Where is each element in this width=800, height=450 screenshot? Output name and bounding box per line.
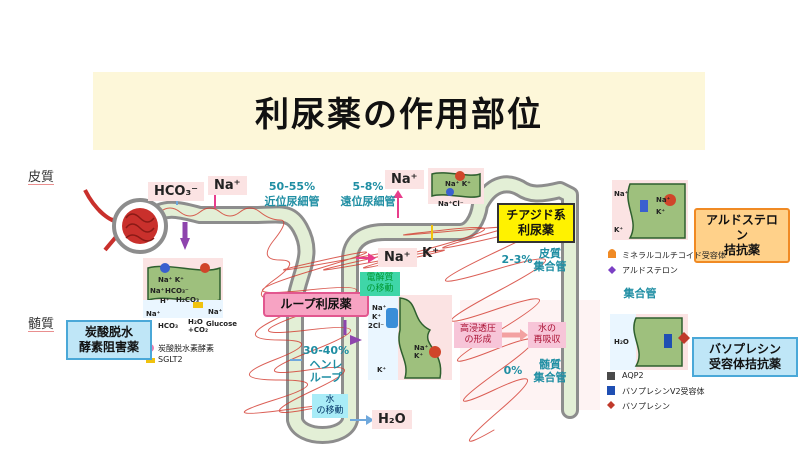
label-prox-hco3: HCO₃⁻ <box>165 287 189 295</box>
segment-collecting-duct: 集合管 <box>623 287 657 300</box>
legend-aldosterone: アルドステロン <box>622 266 678 275</box>
dist-transporter <box>455 171 465 181</box>
vp-cell <box>633 317 683 367</box>
segment-medullary-cd-percent: 0% <box>503 364 523 377</box>
zone-label-medulla: 髄質 <box>28 317 55 332</box>
label-prox-na3: Na⁺ <box>208 308 223 316</box>
legend-vasopressin: バソプレシン <box>622 402 670 411</box>
segment-proximal-name: 近位尿細管 <box>264 195 320 208</box>
vp-v2-receptor <box>664 334 672 348</box>
segment-cortical-cd-percent: 2-3% <box>501 253 533 266</box>
label-prox-h2co3: H₂CO₃ <box>176 296 200 304</box>
segment-henle-name: ヘンレ ループ <box>309 358 343 384</box>
label-ald-na2: Na⁺ <box>656 196 671 204</box>
label-prox-h2o: H₂O +CO₂ <box>188 318 209 334</box>
tag-reabsorb: 水の 再吸収 <box>528 322 566 348</box>
segment-proximal-percent: 50-55% <box>268 180 316 193</box>
tag-hyper: 高浸透圧 の形成 <box>454 322 502 348</box>
dist-ncc <box>446 188 454 196</box>
legend-sglt2: SGLT2 <box>158 355 183 364</box>
label-prox-glucose: Glucose <box>206 320 238 328</box>
label-loop-k: K⁺ <box>372 313 382 321</box>
ald-na-k-atpase <box>664 194 676 206</box>
label-prox-hco3b: HCO₃ <box>158 322 179 330</box>
loop-na-k-atpase <box>429 346 441 358</box>
drug-loop: ループ利尿薬 <box>263 292 369 317</box>
page-title: 利尿薬の作用部位 <box>255 94 543 135</box>
legend-aqp2: AQP2 <box>622 371 644 380</box>
tag-water-move: 水 の移動 <box>312 394 348 418</box>
ion-k-distal: K⁺ <box>422 246 439 261</box>
prox-transporter-1 <box>160 263 170 273</box>
label-prox-na-k: Na⁺ K⁺ <box>158 276 184 284</box>
drug-aldosterone-antagonist: アルドステロン 拮抗薬 <box>694 208 790 263</box>
legend-sglt2-icon <box>146 358 155 363</box>
vp-hormone <box>678 332 690 344</box>
drug-carbonic: 炭酸脱水 酵素阻害薬 <box>66 320 152 360</box>
legend-v2: バソプレシンV2受容体 <box>622 387 705 396</box>
label-prox-na2: Na⁺ <box>146 310 161 318</box>
label-ald-k2: K⁺ <box>614 226 624 234</box>
arrow-carbonic <box>180 238 190 250</box>
label-ald-k: K⁺ <box>656 208 666 216</box>
ion-hco3: HCO₃⁻ <box>148 182 205 201</box>
segment-distal-name: 遠位尿細管 <box>340 195 396 208</box>
loop-nkcc2 <box>386 308 398 328</box>
label-vp-h2o: H₂O <box>614 338 629 346</box>
label-loop-na: Na⁺ <box>372 304 387 312</box>
drug-thiazide: チアジド系 利尿薬 <box>497 203 575 243</box>
segment-cortical-cd-name: 皮質 集合管 <box>533 247 567 273</box>
arrow-loop-drug <box>350 335 362 345</box>
ald-enac <box>640 200 648 212</box>
ion-na-loop: Na⁺ <box>378 248 417 267</box>
tag-electrolyte: 電解質 の移動 <box>360 272 400 296</box>
zone-underline-medulla <box>28 331 54 332</box>
label-dist-na-cl: Na⁺Cl⁻ <box>438 200 464 208</box>
legend-mr-icon <box>608 249 616 258</box>
legend-carbonic: 炭酸脱水素酵素 <box>158 344 214 353</box>
tubule <box>141 175 579 444</box>
title-band <box>93 72 705 150</box>
zone-underline-cortex <box>28 184 54 185</box>
label-loop-2cl: 2Cl⁻ <box>368 322 385 330</box>
legend-v2-icon <box>607 386 615 395</box>
label-dist-na-k: Na⁺ K⁺ <box>445 180 471 188</box>
label-loop-k2: K⁺ <box>377 366 387 374</box>
glomerulus <box>83 189 168 254</box>
label-loop-na-k: Na⁺ K⁺ <box>414 344 429 360</box>
legend-vasopressin-icon <box>607 401 615 409</box>
ion-na-prox: Na⁺ <box>208 176 247 195</box>
vp-lumen <box>610 314 636 370</box>
prox-transporter-2 <box>200 263 210 273</box>
zone-label-cortex: 皮質 <box>28 170 55 185</box>
label-prox-h: H⁺ <box>160 297 170 305</box>
dist-cell <box>431 172 481 198</box>
legend-aldosterone-icon <box>608 266 616 274</box>
segment-medullary-cd-name: 髄質 集合管 <box>533 358 567 384</box>
legend-aqp2-icon <box>607 372 615 380</box>
prox-sglt2 <box>193 302 203 308</box>
segment-distal-percent: 5-8% <box>352 180 384 193</box>
ion-h2o: H₂O <box>372 410 412 429</box>
label-prox-na: Na⁺ <box>150 287 165 295</box>
segment-henle-percent: 30-40% <box>302 344 350 357</box>
legend-mr: ミネラルコルチコイド受容体 <box>622 251 726 260</box>
drug-vasopressin: バソプレシン 受容体拮抗薬 <box>692 337 798 377</box>
label-ald-na: Na⁺ <box>614 190 629 198</box>
ion-na-distal: Na⁺ <box>385 170 424 189</box>
